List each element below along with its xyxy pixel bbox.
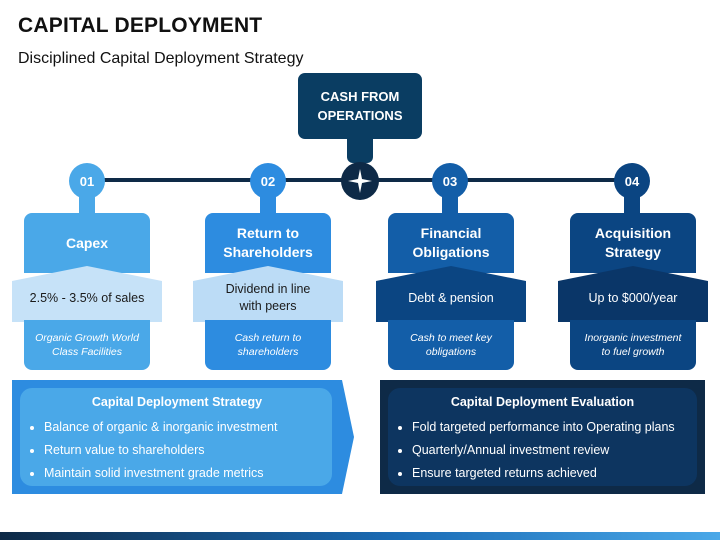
step-card-title-01: Capex — [24, 213, 150, 273]
compass-star-icon — [341, 162, 379, 200]
step-title: Financial Obligations — [412, 225, 490, 260]
cash-from-operations-label: CASH FROM OPERATIONS — [317, 89, 403, 123]
step-detail: Dividend in line with peers — [225, 282, 311, 313]
step-title: Acquisition Strategy — [594, 225, 672, 260]
step-connector-02 — [260, 196, 276, 216]
evaluation-item: Fold targeted performance into Operating… — [412, 416, 675, 439]
cash-from-operations-box: CASH FROM OPERATIONS — [298, 73, 422, 139]
step-note: Cash return to shareholders — [234, 332, 302, 358]
step-card-title-02: Return to Shareholders — [205, 213, 331, 273]
evaluation-item: Quarterly/Annual investment review — [412, 439, 675, 462]
evaluation-panel: Capital Deployment Evaluation Fold targe… — [380, 380, 705, 494]
evaluation-list: Fold targeted performance into Operating… — [392, 416, 675, 485]
evaluation-item: Ensure targeted returns achieved — [412, 462, 675, 485]
step-band-03: Debt & pension — [376, 266, 526, 322]
step-number-04: 04 — [614, 163, 650, 199]
step-connector-04 — [624, 196, 640, 216]
strategy-item: Maintain solid investment grade metrics — [44, 462, 277, 485]
step-number-02: 02 — [250, 163, 286, 199]
step-number-01: 01 — [69, 163, 105, 199]
step-card-note-02: Cash return to shareholders — [205, 320, 331, 370]
footer-bar — [0, 532, 720, 540]
step-note: Inorganic investment to fuel growth — [584, 332, 682, 358]
step-title: Return to Shareholders — [223, 225, 313, 260]
step-band-01: 2.5% - 3.5% of sales — [12, 266, 162, 322]
page-title: CAPITAL DEPLOYMENT — [18, 14, 263, 37]
page-subtitle: Disciplined Capital Deployment Strategy — [18, 50, 304, 67]
step-card-note-04: Inorganic investment to fuel growth — [570, 320, 696, 370]
strategy-list: Balance of organic & inorganic investmen… — [24, 416, 277, 485]
evaluation-panel-title: Capital Deployment Evaluation — [450, 395, 635, 409]
step-note: Cash to meet key obligations — [410, 332, 492, 358]
step-card-note-03: Cash to meet key obligations — [388, 320, 514, 370]
step-title: Capex — [65, 234, 109, 251]
strategy-panel-title: Capital Deployment Strategy — [91, 395, 263, 409]
step-number-03: 03 — [432, 163, 468, 199]
evaluation-panel-inner — [388, 388, 697, 486]
step-band-04: Up to $000/year — [558, 266, 708, 322]
strategy-item: Balance of organic & inorganic investmen… — [44, 416, 277, 439]
step-detail: 2.5% - 3.5% of sales — [29, 290, 145, 305]
strategy-item: Return value to shareholders — [44, 439, 277, 462]
step-note: Organic Growth World Class Facilities — [35, 332, 139, 358]
strategy-panel-inner — [20, 388, 332, 486]
step-band-02: Dividend in line with peers — [193, 266, 343, 322]
cash-connector — [347, 137, 373, 163]
step-card-title-03: Financial Obligations — [388, 213, 514, 273]
step-connector-01 — [79, 196, 95, 216]
step-card-note-01: Organic Growth World Class Facilities — [24, 320, 150, 370]
step-detail: Up to $000/year — [588, 290, 678, 305]
strategy-panel: Capital Deployment Strategy Balance of o… — [12, 380, 354, 494]
step-connector-03 — [442, 196, 458, 216]
step-detail: Debt & pension — [408, 290, 494, 305]
step-card-title-04: Acquisition Strategy — [570, 213, 696, 273]
